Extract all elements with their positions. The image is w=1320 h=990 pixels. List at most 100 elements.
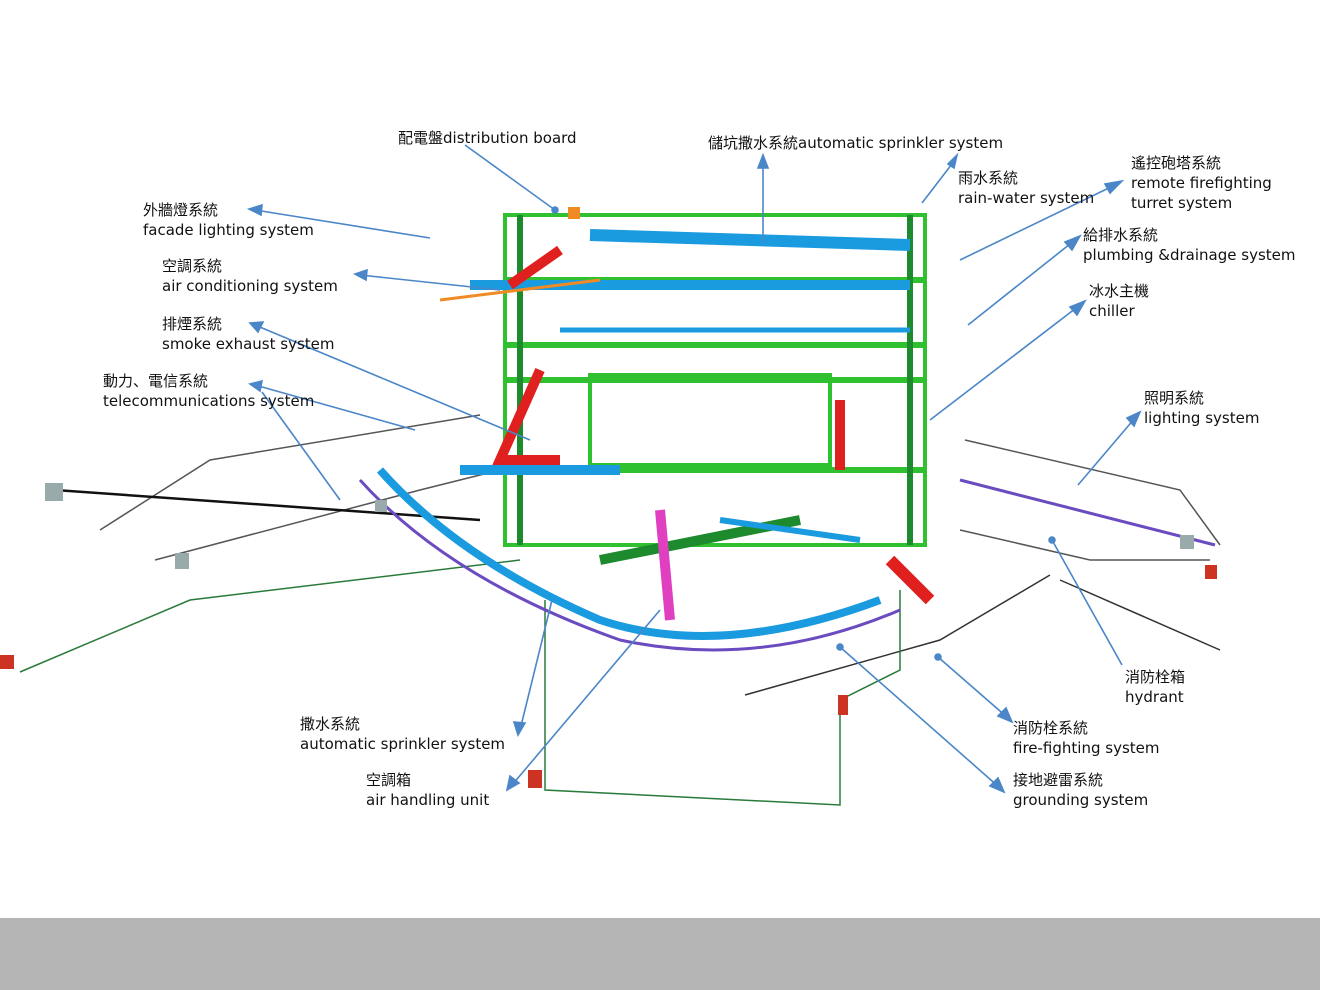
cyan-pipe [719, 517, 861, 543]
leader-air-conditioning-arrow [353, 268, 368, 282]
label-smoke-exhaust-zh: 排煙系統 [162, 315, 223, 333]
left-ground-line [19, 559, 521, 673]
label-rain-water: 雨水系統 rain-water system [958, 168, 1094, 208]
front-pipe-curve [358, 478, 901, 652]
red-duct-lower [885, 555, 935, 605]
label-rain-water-en: rain-water system [958, 189, 1095, 207]
label-remote-firefighting-zh: 遙控砲塔系統 [1131, 154, 1222, 172]
bottom-ground-loop [544, 590, 901, 806]
leader-grounding-arrow [988, 776, 1006, 794]
leader-plumbing [967, 239, 1076, 326]
building-frame [439, 213, 1216, 621]
left-orange-pipe [439, 278, 601, 302]
leader-telecom-1 [254, 384, 416, 431]
label-telecom-en: telecommunications system [103, 392, 315, 410]
hydrant-box [838, 695, 848, 715]
ground-network [19, 414, 1221, 806]
leader-lines [246, 144, 1142, 794]
label-remote-firefighting-en2: turret system [1131, 194, 1233, 212]
equipment-box-4 [375, 500, 387, 512]
red-duct-left [492, 245, 563, 465]
label-facade-lighting-zh: 外牆燈系統 [143, 201, 219, 219]
label-telecom: 動力、電信系統 telecommunications system [103, 371, 314, 411]
label-hydrant-en: hydrant [1125, 688, 1184, 706]
equipment-box-1 [45, 483, 63, 501]
label-air-conditioning-en: air conditioning system [162, 277, 338, 295]
leader-air-handling-arrow [505, 774, 521, 792]
label-grounding-en: grounding system [1013, 791, 1149, 809]
label-automatic-sprinkler-top: 儲坑撒水系統automatic sprinkler system [708, 133, 1003, 153]
leader-remote-firefighting-arrow [1103, 179, 1125, 195]
leader-air-conditioning [359, 274, 501, 291]
left-red-unit [0, 655, 14, 669]
label-remote-firefighting: 遙控砲塔系統 remote firefighting turret system [1131, 153, 1272, 213]
label-fire-fighting-zh: 消防栓系統 [1013, 719, 1089, 737]
leader-grounding-dot [836, 643, 844, 651]
inner-green-frame [588, 373, 832, 467]
label-plumbing-zh: 給排水系統 [1083, 226, 1159, 244]
label-air-conditioning-zh: 空調系統 [162, 257, 223, 275]
label-rain-water-zh: 雨水系統 [958, 169, 1019, 187]
air-handling-unit-box [528, 770, 542, 788]
leader-smoke-exhaust-arrow [248, 321, 265, 334]
leader-sprinkler-bottom [519, 599, 553, 731]
leader-lighting [1077, 417, 1136, 486]
label-sprinkler-bottom-zh: 撒水系統 [300, 715, 361, 733]
label-sprinkler-bottom: 撒水系統 automatic sprinkler system [300, 714, 505, 754]
label-remote-firefighting-en: remote firefighting [1131, 174, 1272, 192]
label-sprinkler-bottom-en: automatic sprinkler system [300, 735, 506, 753]
leader-remote-firefighting [959, 184, 1116, 261]
right-wing-lower [959, 529, 1210, 561]
leader-lighting-arrow [1125, 410, 1142, 428]
left-wing-lower [154, 469, 501, 561]
mep-diagram-stage: 配電盤distribution board 儲坑撒水系統automatic sp… [0, 128, 1296, 810]
leader-smoke-exhaust [254, 324, 531, 441]
leader-sprinkler-top-arrow [756, 152, 770, 169]
leader-facade-lighting [254, 209, 431, 239]
leader-chiller [929, 304, 1081, 421]
top-duct [589, 229, 911, 251]
leader-fire-fighting-dot [934, 653, 942, 661]
label-air-handling-zh: 空調箱 [366, 771, 412, 789]
leader-chiller-arrow [1068, 299, 1087, 317]
label-lighting-en: lighting system [1144, 409, 1260, 427]
label-plumbing-en: plumbing &drainage system [1083, 246, 1296, 264]
top-distribution-box [568, 207, 580, 219]
label-chiller-zh: 冰水主機 [1089, 282, 1150, 300]
label-hydrant: 消防栓箱 hydrant [1125, 667, 1185, 707]
equipment-box-3 [1180, 535, 1194, 549]
label-air-conditioning: 空調系統 air conditioning system [162, 256, 338, 296]
equipment [0, 207, 1217, 788]
magenta-pipe [655, 509, 675, 621]
leader-rain-water-arrow [946, 152, 959, 170]
equipment-box-2 [175, 553, 189, 569]
label-smoke-exhaust: 排煙系統 smoke exhaust system [162, 314, 335, 354]
leader-facade-lighting-arrow [246, 203, 263, 217]
label-chiller: 冰水主機 chiller [1089, 281, 1149, 321]
label-telecom-zh: 動力、電信系統 [103, 372, 209, 390]
footer-bar [0, 918, 1320, 990]
leader-fire-fighting [937, 656, 1009, 719]
label-facade-lighting: 外牆燈系統 facade lighting system [143, 200, 314, 240]
label-air-handling-en: air handling unit [366, 791, 490, 809]
label-distribution-board-text: 配電盤distribution board [398, 129, 577, 147]
leader-distribution-board-dot [551, 206, 559, 214]
label-chiller-en: chiller [1089, 302, 1135, 320]
label-lighting: 照明系統 lighting system [1144, 388, 1259, 428]
leader-telecom-1-arrow [248, 379, 264, 393]
right-purple-pipe [959, 478, 1216, 547]
label-air-handling: 空調箱 air handling unit [366, 770, 489, 810]
leader-sprinkler-bottom-arrow [512, 721, 527, 737]
left-cable [54, 488, 481, 522]
leader-hydrant-dot [1048, 536, 1056, 544]
leader-telecom-2 [261, 391, 341, 501]
label-lighting-zh: 照明系統 [1144, 389, 1205, 407]
right-ground-line [744, 574, 1051, 696]
right-ground-line-2 [1059, 579, 1221, 651]
mep-3d-model [0, 144, 1221, 806]
leader-air-handling [511, 609, 661, 786]
leader-rain-water [921, 159, 956, 204]
label-smoke-exhaust-en: smoke exhaust system [162, 335, 335, 353]
label-distribution-board: 配電盤distribution board [398, 128, 577, 148]
label-grounding: 接地避雷系統 grounding system [1013, 770, 1148, 810]
